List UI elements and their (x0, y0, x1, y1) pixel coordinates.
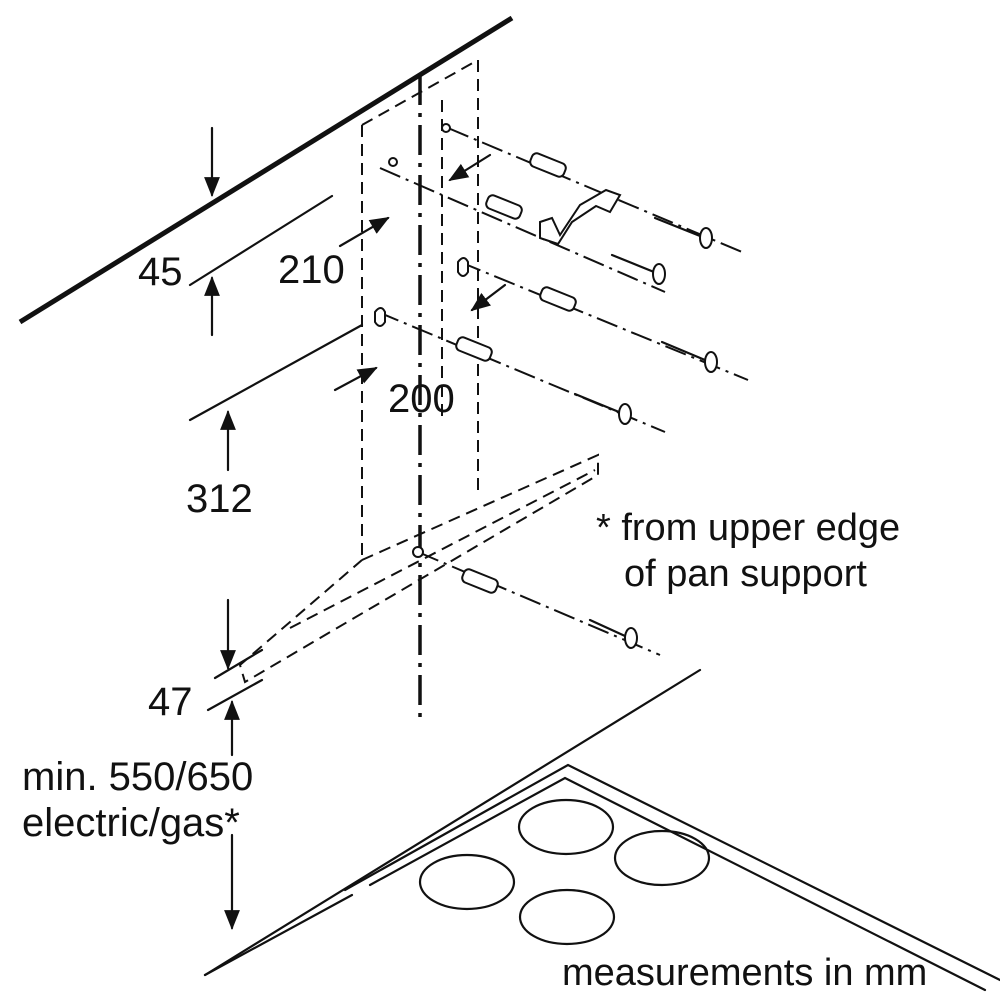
wall-plug-4 (455, 336, 493, 362)
hotplate-1 (517, 798, 615, 856)
hotplate-2 (613, 829, 711, 887)
dim-47-label: 47 (148, 680, 193, 724)
screw-5 (588, 618, 638, 649)
hotplate-3 (418, 853, 516, 911)
hood-canopy-outline (238, 453, 599, 684)
dimension-45: 45 (138, 126, 334, 337)
min-distance-line2: electric/gas* (22, 801, 240, 845)
ceiling-line (18, 15, 514, 325)
screw-4 (573, 392, 632, 425)
units-note: measurements in mm (562, 952, 927, 994)
wall-plug-2 (485, 194, 523, 220)
dim-312-label: 312 (186, 477, 253, 521)
hotplate-4 (518, 888, 616, 946)
dimension-200: 200 (188, 283, 507, 422)
screw-2 (610, 253, 666, 285)
wall-plug-1 (529, 152, 567, 178)
wall-plug-3 (539, 286, 577, 312)
min-distance-line1: min. 550/650 (22, 755, 253, 799)
footnote-line2: of pan support (624, 553, 867, 595)
dim-45-label: 45 (138, 250, 183, 294)
dimension-47: 47 (148, 678, 264, 724)
fixing-axes (377, 127, 749, 656)
mounting-bracket (539, 188, 622, 246)
dimension-312: 312 (186, 410, 264, 680)
dimension-210: 210 (278, 153, 492, 292)
dim-200-label: 200 (388, 377, 455, 421)
hob (203, 668, 1000, 992)
dimension-min-distance: min. 550/650 electric/gas* (22, 700, 354, 977)
wall-plug-5 (461, 568, 499, 594)
screw-1 (653, 216, 713, 249)
screw-3 (660, 340, 718, 373)
footnote-line1: * from upper edge (596, 507, 900, 549)
dim-210-label: 210 (278, 248, 345, 292)
keyhole-hooks (374, 123, 469, 558)
